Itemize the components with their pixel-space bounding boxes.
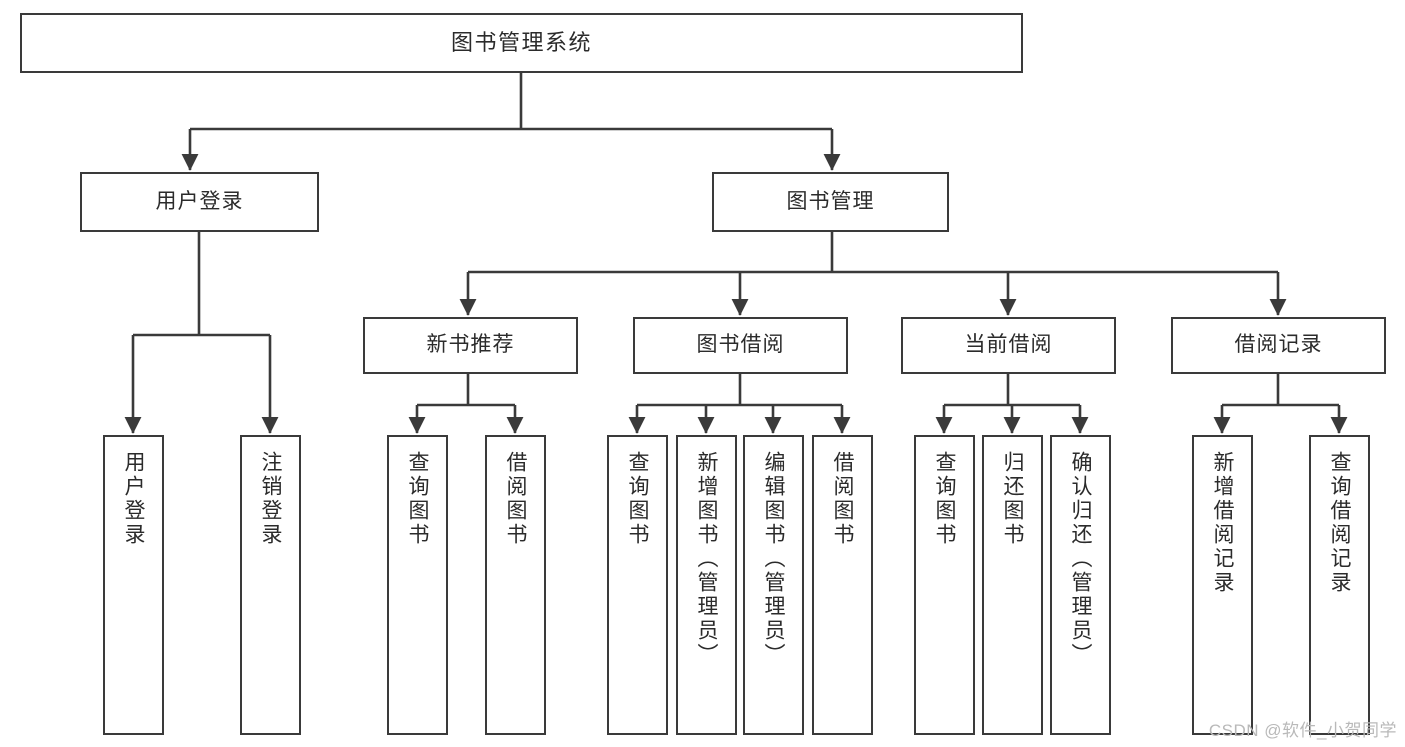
node-user-login[interactable]: 用户登录 <box>80 172 319 232</box>
leaf-query-book-recommend[interactable]: 查询图书 <box>387 435 448 735</box>
leaf-user-login[interactable]: 用户登录 <box>103 435 164 735</box>
node-new-book-recommend-label: 新书推荐 <box>426 333 515 357</box>
node-book-management-label: 图书管理 <box>786 189 875 213</box>
leaf-query-book-borrow[interactable]: 查询图书 <box>607 435 668 735</box>
node-borrow-record[interactable]: 借阅记录 <box>1171 317 1386 374</box>
leaf-user-login-label: 用户登录 <box>122 451 145 547</box>
node-current-borrow[interactable]: 当前借阅 <box>901 317 1116 374</box>
leaf-query-borrow-record[interactable]: 查询借阅记录 <box>1309 435 1370 735</box>
leaf-borrow-book-label: 借阅图书 <box>831 451 854 547</box>
leaf-query-book-recommend-label: 查询图书 <box>406 451 429 547</box>
node-book-borrow[interactable]: 图书借阅 <box>633 317 848 374</box>
leaf-query-book-borrow-label: 查询图书 <box>626 451 649 547</box>
leaf-logout-label: 注销登录 <box>259 451 282 547</box>
leaf-borrow-book-recommend-label: 借阅图书 <box>504 451 527 547</box>
leaf-add-borrow-record[interactable]: 新增借阅记录 <box>1192 435 1253 735</box>
node-user-login-label: 用户登录 <box>155 189 244 213</box>
leaf-add-book-admin[interactable]: 新增图书（管理员） <box>676 435 737 735</box>
node-current-borrow-label: 当前借阅 <box>964 333 1053 357</box>
leaf-return-book-label: 归还图书 <box>1001 451 1024 547</box>
node-borrow-record-label: 借阅记录 <box>1234 333 1323 357</box>
leaf-borrow-book[interactable]: 借阅图书 <box>812 435 873 735</box>
watermark: CSDN @软件_小贺同学 <box>1208 721 1397 740</box>
node-new-book-recommend[interactable]: 新书推荐 <box>363 317 578 374</box>
leaf-add-book-admin-label: 新增图书（管理员） <box>695 451 718 667</box>
node-root[interactable]: 图书管理系统 <box>20 13 1023 73</box>
leaf-confirm-return-admin[interactable]: 确认归还（管理员） <box>1050 435 1111 735</box>
node-root-label: 图书管理系统 <box>450 30 592 56</box>
leaf-borrow-book-recommend[interactable]: 借阅图书 <box>485 435 546 735</box>
leaf-return-book[interactable]: 归还图书 <box>982 435 1043 735</box>
leaf-logout[interactable]: 注销登录 <box>240 435 301 735</box>
node-book-borrow-label: 图书借阅 <box>696 333 785 357</box>
leaf-edit-book-admin-label: 编辑图书（管理员） <box>762 451 785 667</box>
node-book-management[interactable]: 图书管理 <box>712 172 949 232</box>
leaf-edit-book-admin[interactable]: 编辑图书（管理员） <box>743 435 804 735</box>
leaf-add-borrow-record-label: 新增借阅记录 <box>1211 451 1234 595</box>
leaf-query-borrow-record-label: 查询借阅记录 <box>1328 451 1351 595</box>
leaf-query-book-current[interactable]: 查询图书 <box>914 435 975 735</box>
leaf-confirm-return-admin-label: 确认归还（管理员） <box>1069 451 1092 667</box>
leaf-query-book-current-label: 查询图书 <box>933 451 956 547</box>
